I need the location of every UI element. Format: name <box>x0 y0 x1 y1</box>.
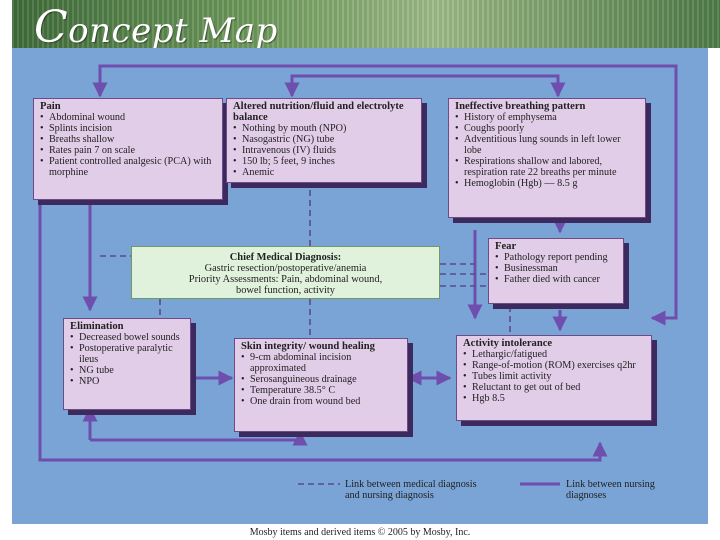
legend-dashed-label: Link between medical diagnosis and nursi… <box>345 479 477 501</box>
list-item: Breaths shallow <box>40 134 216 145</box>
chief-line: Priority Assessments: Pain, abdominal wo… <box>188 274 383 285</box>
list-item: 150 lb; 5 feet, 9 inches <box>233 156 415 167</box>
page-title-initial: C <box>34 2 69 53</box>
list-item: Decreased bowel sounds <box>70 332 184 343</box>
box-title: Ineffective breathing pattern <box>455 101 586 112</box>
box-title: Activity intolerance <box>463 338 553 349</box>
box-activity: Activity intolerance Lethargic/fatigued … <box>456 335 652 421</box>
page-title: Concept Map <box>34 2 278 53</box>
box-title: Altered nutrition/fluid and electrolyte … <box>233 101 404 123</box>
list-item: Lethargic/fatigued <box>463 349 645 360</box>
list-item: 9-cm abdominal incision approximated <box>241 352 401 374</box>
list-item: NPO <box>70 376 184 387</box>
list-item: Tubes limit activity <box>463 371 645 382</box>
list-item: Rates pain 7 on scale <box>40 145 216 156</box>
list-item: Abdominal wound <box>40 112 216 123</box>
list-item: Serosanguineous drainage <box>241 374 401 385</box>
legend-solid-label: Link between nursing diagnoses <box>566 479 655 501</box>
list-item: Hemoglobin (Hgb) — 8.5 g <box>455 178 639 189</box>
list-item: Splints incision <box>40 123 216 134</box>
chief-line: Gastric resection/postoperative/anemia <box>204 263 367 274</box>
list-item: Patient controlled analgesic (PCA) with … <box>40 156 216 178</box>
list-item: Businessman <box>495 263 617 274</box>
list-item: Reluctant to get out of bed <box>463 382 645 393</box>
copyright-footer: Mosby items and derived items © 2005 by … <box>249 527 471 538</box>
list-item: Intravenous (IV) fluids <box>233 145 415 156</box>
list-item: Father died with cancer <box>495 274 617 285</box>
link-pain-activity <box>92 64 678 326</box>
box-nutrition: Altered nutrition/fluid and electrolyte … <box>226 98 422 183</box>
list-item: Adventitious lung sounds in left lower l… <box>455 134 639 156</box>
title-banner: Concept Map <box>12 0 720 53</box>
list-item: Range-of-motion (ROM) exercises q2hr <box>463 360 645 371</box>
page-title-rest: oncept Map <box>68 11 278 51</box>
list-item: Postoperative paralytic ileus <box>70 343 184 365</box>
list-item: Temperature 38.5° C <box>241 385 401 396</box>
list-item: Nothing by mouth (NPO) <box>233 123 415 134</box>
list-item: Nasogastric (NG) tube <box>233 134 415 145</box>
box-title: Elimination <box>70 321 124 332</box>
list-item: Coughs poorly <box>455 123 639 134</box>
box-skin-integrity: Skin integrity/ wound healing 9-cm abdom… <box>234 338 408 432</box>
chief-diagnosis-box: Chief Medical Diagnosis: Gastric resecti… <box>131 246 440 299</box>
box-fear: Fear Pathology report pending Businessma… <box>488 238 624 304</box>
box-breathing: Ineffective breathing pattern History of… <box>448 98 646 218</box>
list-item: Anemic <box>233 167 415 178</box>
link-nutrition-breathing <box>284 74 566 98</box>
list-item: Respirations shallow and labored, respir… <box>455 156 639 178</box>
box-elimination: Elimination Decreased bowel sounds Posto… <box>63 318 191 410</box>
list-item: Pathology report pending <box>495 252 617 263</box>
chief-title: Chief Medical Diagnosis: <box>229 252 342 263</box>
chief-line: bowel function, activity <box>236 285 335 296</box>
banner-texture <box>12 0 720 48</box>
list-item: Hgb 8.5 <box>463 393 645 404</box>
list-item: History of emphysema <box>455 112 639 123</box>
box-title: Fear <box>495 241 517 252</box>
box-title: Skin integrity/ wound healing <box>241 341 375 352</box>
box-pain: Pain Abdominal wound Splints incision Br… <box>33 98 223 200</box>
list-item: NG tube <box>70 365 184 376</box>
box-title: Pain <box>40 101 61 112</box>
list-item: One drain from wound bed <box>241 396 401 407</box>
link-elimination-skin <box>90 430 308 446</box>
link-pain-activity-bottom <box>38 140 608 462</box>
